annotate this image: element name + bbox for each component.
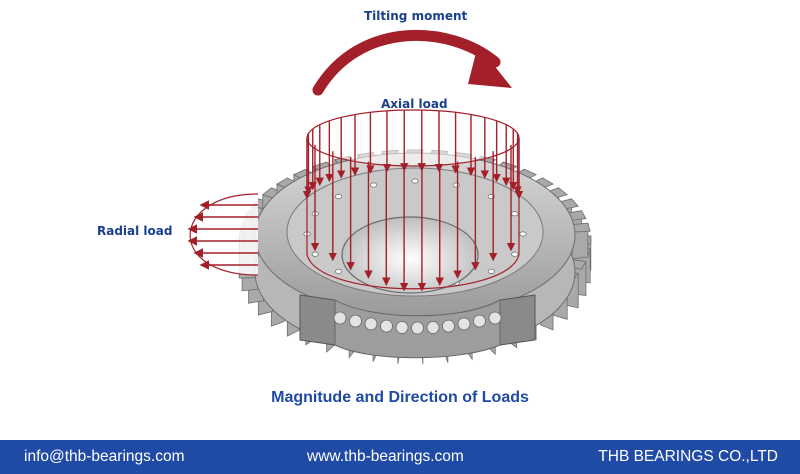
radial-load-arrows	[187, 193, 259, 276]
bolt-hole	[311, 251, 319, 257]
bolt-hole	[370, 182, 378, 188]
bearing-ball	[349, 314, 362, 328]
bearing-ball	[457, 317, 471, 331]
diagram-caption: Magnitude and Direction of Loads	[271, 389, 529, 406]
bearing-ball	[442, 319, 455, 333]
bearing-ball	[473, 314, 486, 328]
bearing-ball	[395, 321, 409, 334]
bearing-cross-section	[299, 294, 536, 359]
bolt-hole	[335, 268, 343, 275]
radial-load-label: Radial load	[97, 224, 173, 238]
tilting-moment-arrow	[312, 29, 512, 96]
bolt-hole	[452, 182, 460, 188]
bearing-ball	[333, 311, 347, 325]
footer-email[interactable]: info@thb-bearings.com	[24, 448, 185, 465]
axial-load-label: Axial load	[381, 97, 448, 111]
axial-load-arrows	[302, 109, 524, 292]
tilting-moment-label: Tilting moment	[364, 9, 468, 23]
bolt-hole	[487, 268, 495, 275]
bolt-hole	[335, 193, 343, 200]
bolt-hole	[411, 178, 419, 184]
footer-bar: info@thb-bearings.com www.thb-bearings.c…	[0, 440, 800, 474]
bearing-load-diagram	[187, 29, 592, 365]
bearing-ball	[364, 317, 378, 331]
footer-company-name: THB BEARINGS CO.,LTD	[598, 448, 778, 465]
bearing-ball	[411, 321, 424, 335]
bearing-ball	[426, 321, 440, 334]
bearing-ball	[380, 319, 393, 333]
bearing-ball	[488, 311, 502, 325]
bolt-hole	[511, 211, 519, 217]
inner-bore	[341, 216, 479, 294]
bolt-hole	[511, 251, 519, 257]
footer-website[interactable]: www.thb-bearings.com	[307, 448, 464, 465]
bolt-hole	[519, 231, 527, 237]
